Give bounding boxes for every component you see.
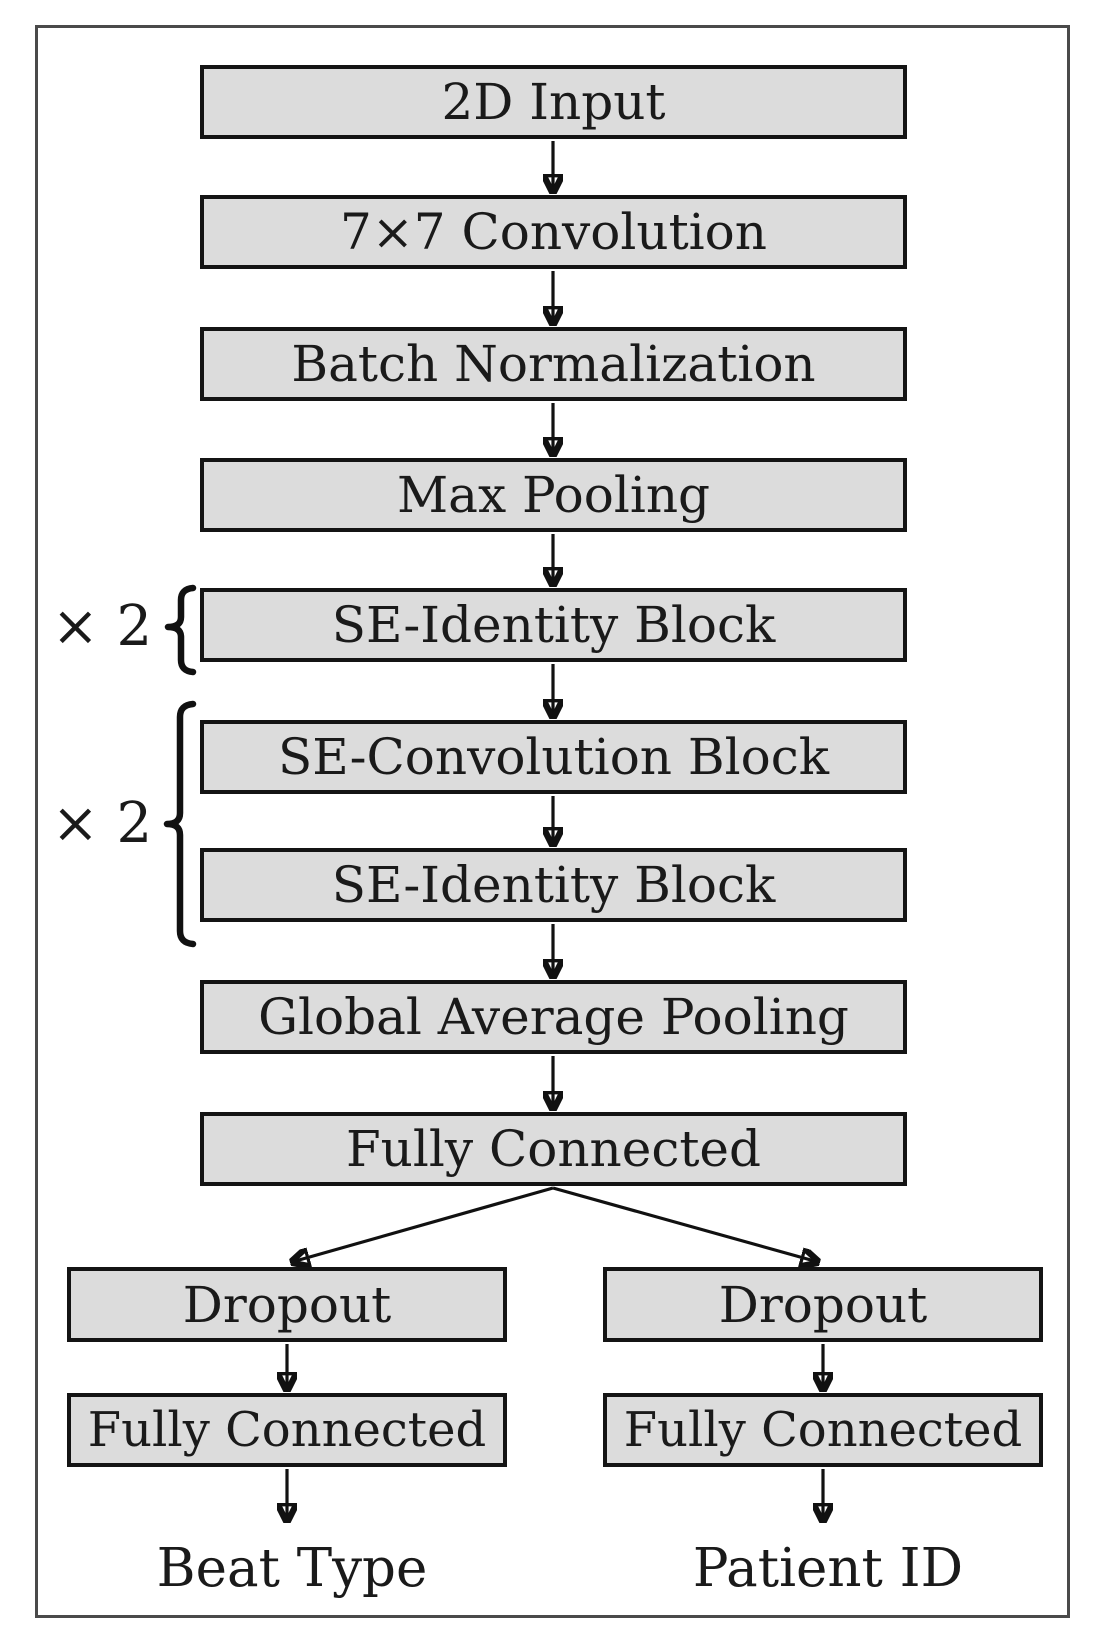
multiplier-se-conv-identity: × 2 bbox=[48, 789, 156, 859]
node-2d-input: 2D Input bbox=[200, 65, 907, 139]
multiplier-label: × 2 bbox=[51, 791, 153, 856]
multiplier-se-identity: × 2 bbox=[48, 592, 156, 662]
node-global-average-pooling: Global Average Pooling bbox=[200, 980, 907, 1054]
node-batch-normalization: Batch Normalization bbox=[200, 327, 907, 401]
node-dropout-beat: Dropout bbox=[67, 1267, 507, 1342]
node-label: Dropout bbox=[718, 1275, 928, 1334]
output-beat-type: Beat Type bbox=[72, 1532, 512, 1604]
node-dropout-patient: Dropout bbox=[603, 1267, 1043, 1342]
node-label: Global Average Pooling bbox=[258, 988, 849, 1046]
node-label: SE-Identity Block bbox=[331, 856, 776, 914]
node-label: Fully Connected bbox=[623, 1402, 1023, 1458]
multiplier-label: × 2 bbox=[51, 594, 153, 659]
node-label: 7×7 Convolution bbox=[340, 203, 767, 261]
node-label: 2D Input bbox=[441, 73, 666, 131]
node-label: Max Pooling bbox=[396, 466, 711, 524]
node-label: Fully Connected bbox=[87, 1402, 487, 1458]
node-se-identity-block-1: SE-Identity Block bbox=[200, 588, 907, 662]
node-fully-connected-beat: Fully Connected bbox=[67, 1393, 507, 1467]
output-patient-id: Patient ID bbox=[608, 1532, 1048, 1604]
node-label: Batch Normalization bbox=[291, 335, 816, 393]
node-max-pooling: Max Pooling bbox=[200, 458, 907, 532]
output-label: Patient ID bbox=[692, 1537, 964, 1599]
node-se-identity-block-2: SE-Identity Block bbox=[200, 848, 907, 922]
node-label: Fully Connected bbox=[345, 1120, 762, 1178]
output-label: Beat Type bbox=[156, 1537, 428, 1599]
node-fully-connected-shared: Fully Connected bbox=[200, 1112, 907, 1186]
node-se-convolution-block: SE-Convolution Block bbox=[200, 720, 907, 794]
node-7x7-convolution: 7×7 Convolution bbox=[200, 195, 907, 269]
node-label: Dropout bbox=[182, 1275, 392, 1334]
node-fully-connected-patient: Fully Connected bbox=[603, 1393, 1043, 1467]
node-label: SE-Identity Block bbox=[331, 596, 776, 654]
figure-border bbox=[35, 25, 1070, 1618]
node-label: SE-Convolution Block bbox=[277, 728, 830, 786]
